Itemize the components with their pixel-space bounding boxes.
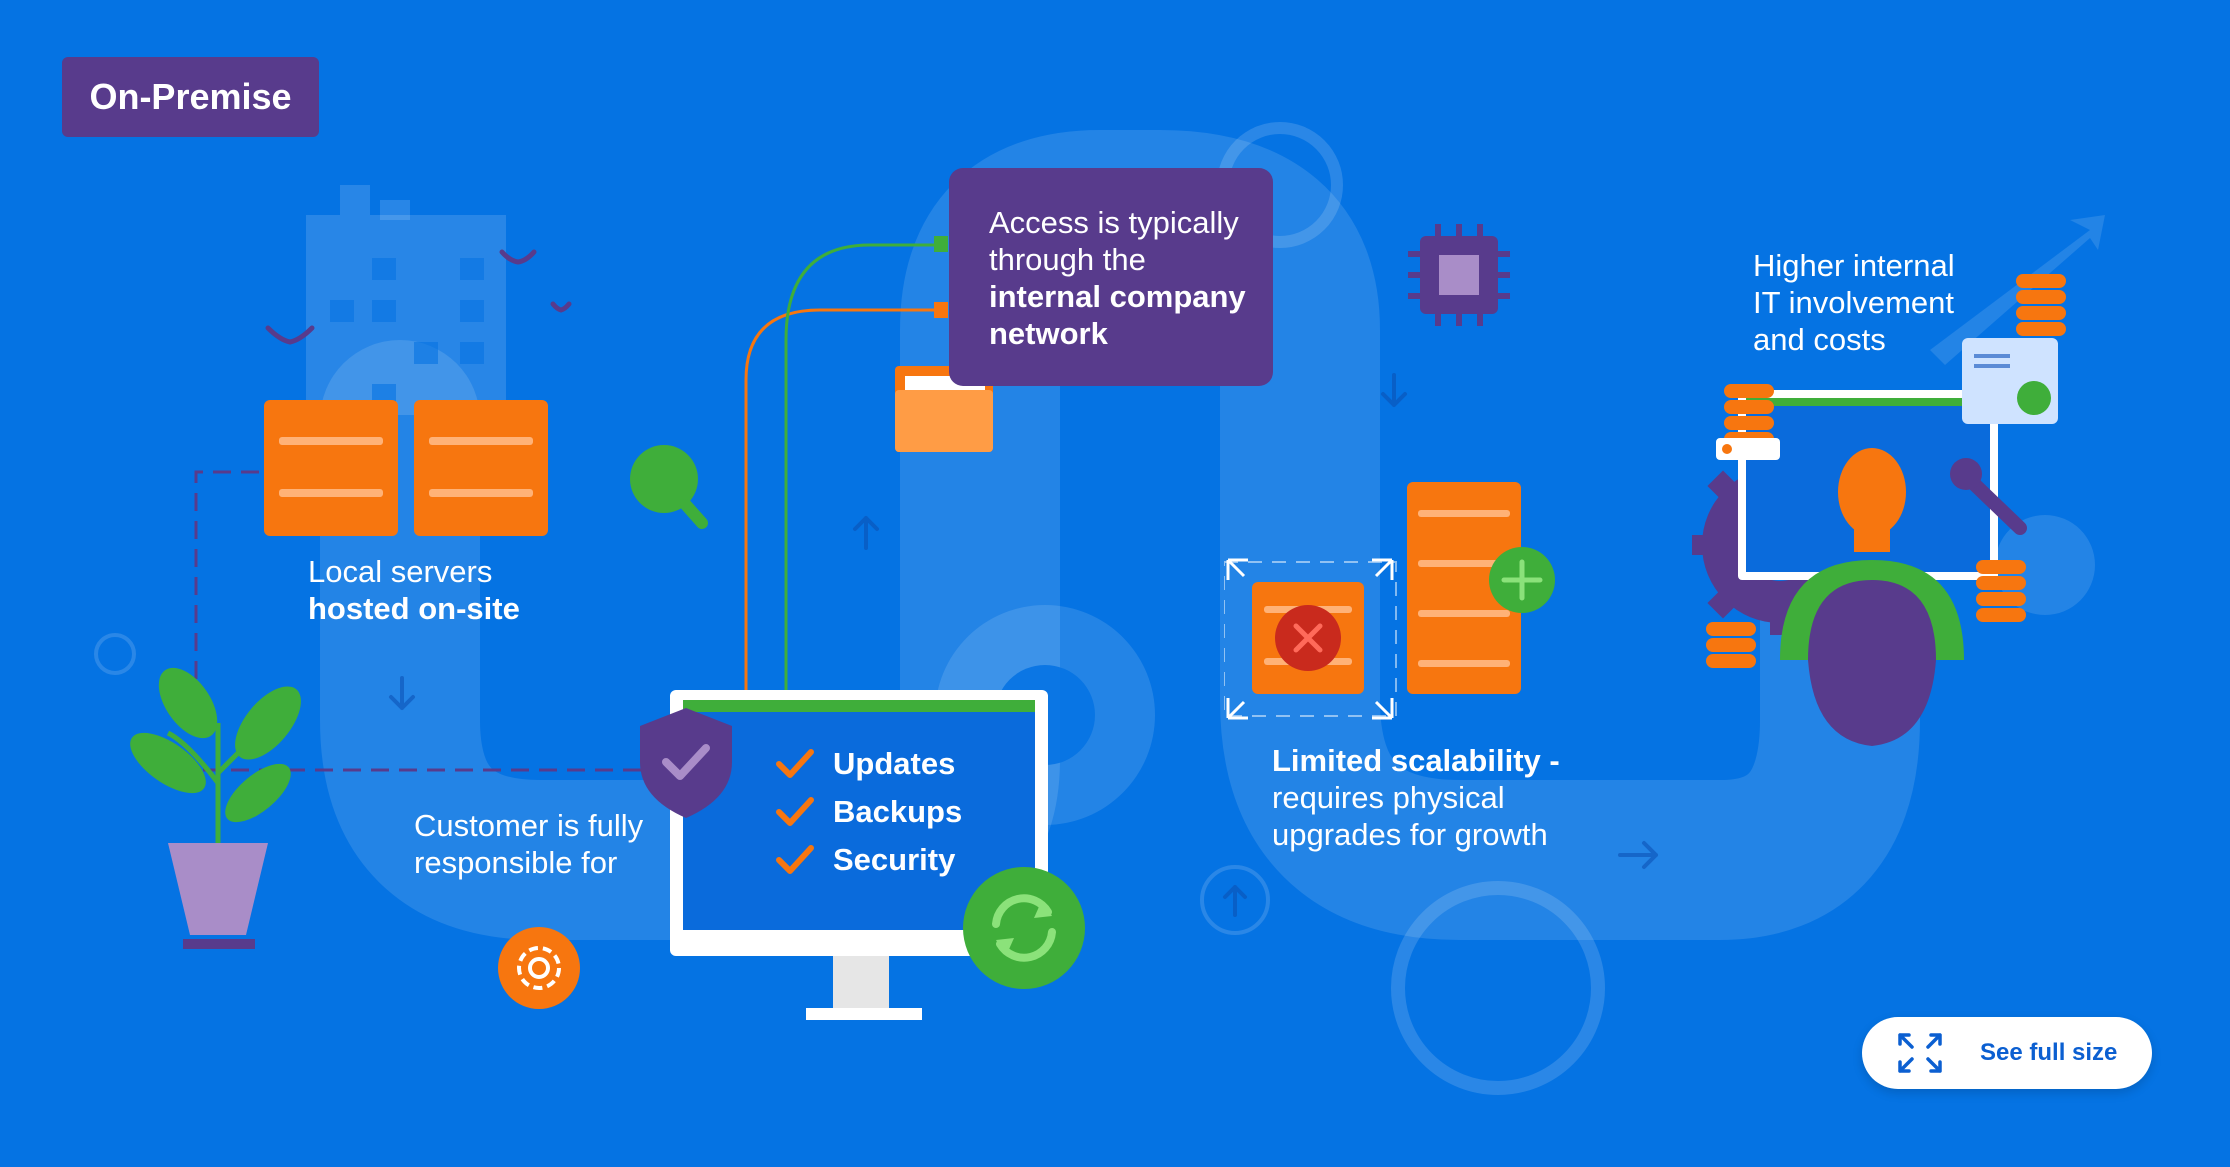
checkmark-icon: [775, 746, 815, 782]
servers-line: Local servers: [308, 554, 493, 589]
checkmark-icon: [775, 842, 815, 878]
scalability-text: Limited scalability - requires physical …: [1272, 742, 1560, 853]
it-person-illustration: [1692, 274, 2066, 746]
it-costs-line1: Higher internal: [1753, 248, 1955, 283]
callout-bold2: network: [989, 316, 1108, 351]
network-callout: Access is typically through the internal…: [949, 168, 1273, 386]
callout-bold1: internal company: [989, 279, 1246, 314]
responsibility-line2: responsible for: [414, 845, 618, 880]
plant-icon: [130, 667, 301, 949]
callout-line1: Access is typically: [989, 205, 1239, 240]
search-icon: [630, 445, 708, 529]
checkmark-icon: [775, 794, 815, 830]
check-item-security: Security: [775, 836, 962, 884]
on-premise-badge: On-Premise: [62, 57, 319, 137]
settings-gear-icon: [498, 927, 580, 1009]
check-label: Security: [833, 842, 956, 877]
responsibility-text: Customer is fully responsible for: [414, 807, 643, 881]
check-item-backups: Backups: [775, 788, 962, 836]
responsibility-line1: Customer is fully: [414, 808, 644, 843]
servers-bold: hosted on-site: [308, 591, 520, 626]
servers-text: Local servers hosted on-site: [308, 553, 520, 627]
it-costs-line3: and costs: [1753, 322, 1886, 357]
check-item-updates: Updates: [775, 740, 962, 788]
monitor-icon: [670, 690, 1048, 1020]
it-costs-text: Higher internal IT involvement and costs: [1753, 247, 1955, 358]
check-label: Backups: [833, 794, 963, 829]
see-full-size-label: See full size: [1980, 1039, 2118, 1066]
dashed-connector: [175, 470, 665, 772]
scalability-line3: upgrades for growth: [1272, 817, 1548, 852]
shield-icon: [640, 708, 732, 818]
check-label: Updates: [833, 746, 956, 781]
refresh-icon: [963, 867, 1085, 989]
callout-line2: through the: [989, 242, 1146, 277]
callout-text: Access is typically through the internal…: [989, 204, 1259, 352]
expand-icon: [1896, 1031, 1944, 1075]
see-full-size-button[interactable]: See full size: [1862, 1017, 2152, 1089]
scalability-bold: Limited scalability -: [1272, 743, 1560, 778]
it-costs-line2: IT involvement: [1753, 285, 1955, 320]
scalability-servers-icon: [1224, 482, 1555, 720]
server-stack-icon: [264, 400, 548, 536]
checklist: Updates Backups Security: [775, 740, 962, 884]
scalability-line2: requires physical: [1272, 780, 1505, 815]
cpu-chip-icon: [1408, 224, 1510, 326]
